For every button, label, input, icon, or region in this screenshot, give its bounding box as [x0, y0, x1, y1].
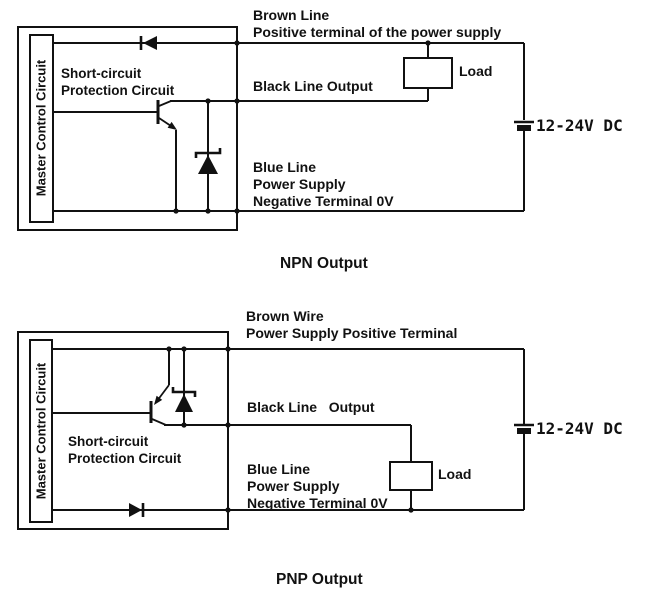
npn-circuit — [17, 26, 534, 231]
npn-protection-label-line2: Protection Circuit — [61, 83, 175, 98]
npn-sensor-outline — [17, 26, 238, 231]
pnp-battery-icon — [514, 423, 534, 434]
pnp-load-box — [389, 461, 433, 491]
npn-zener-diode-icon — [194, 148, 222, 174]
npn-junction-dots — [173, 40, 431, 214]
pnp-caption: PNP Output — [276, 571, 363, 588]
pnp-zener-diode-icon — [171, 387, 197, 412]
npn-blue-line-label-line2: Power Supply — [253, 176, 346, 192]
pnp-load-label: Load — [438, 466, 472, 482]
pnp-sensor-outline — [17, 331, 229, 530]
pnp-blue-line-label-line1: Blue Line — [247, 461, 311, 477]
npn-battery-icon — [514, 120, 534, 131]
pnp-blue-line-label-line3: Negative Terminal 0V — [247, 495, 388, 511]
npn-load-box — [403, 57, 453, 89]
pnp-black-line-label: Black Line Output — [247, 399, 375, 415]
pnp-battery-voltage-label: 12-24V DC — [536, 419, 623, 438]
pnp-circuit — [17, 331, 534, 530]
pnp-diode-icon — [129, 503, 145, 517]
pnp-junction-dots — [166, 346, 414, 513]
npn-positive-terminal-label: Positive terminal of the power supply — [253, 24, 502, 40]
npn-black-line-label: Black Line Output — [253, 78, 373, 94]
npn-load-label: Load — [459, 63, 493, 79]
pnp-transistor-icon — [149, 384, 170, 426]
pnp-positive-terminal-label: Power Supply Positive Terminal — [246, 325, 458, 341]
npn-master-control-box — [29, 34, 54, 223]
pnp-protection-label-line1: Short-circuit — [68, 434, 149, 449]
npn-blue-line-label-line1: Blue Line — [253, 159, 317, 175]
npn-battery-voltage-label: 12-24V DC — [536, 116, 623, 135]
npn-diode-icon — [139, 36, 157, 50]
pnp-blue-line-label-line2: Power Supply — [247, 478, 340, 494]
pnp-protection-label-line2: Protection Circuit — [68, 451, 182, 466]
pnp-brown-wire-label: Brown Wire — [246, 308, 324, 324]
npn-caption: NPN Output — [280, 255, 368, 272]
npn-wires — [53, 42, 525, 212]
npn-master-control-label: Master Control Circuit — [33, 59, 49, 197]
npn-protection-label-line1: Short-circuit — [61, 66, 142, 81]
npn-blue-line-label-line3: Negative Terminal 0V — [253, 193, 394, 209]
npn-transistor-icon — [156, 100, 177, 130]
pnp-master-control-box — [29, 339, 53, 523]
npn-brown-line-label: Brown Line — [253, 7, 330, 23]
pnp-master-control-label: Master Control Circuit — [33, 362, 49, 500]
